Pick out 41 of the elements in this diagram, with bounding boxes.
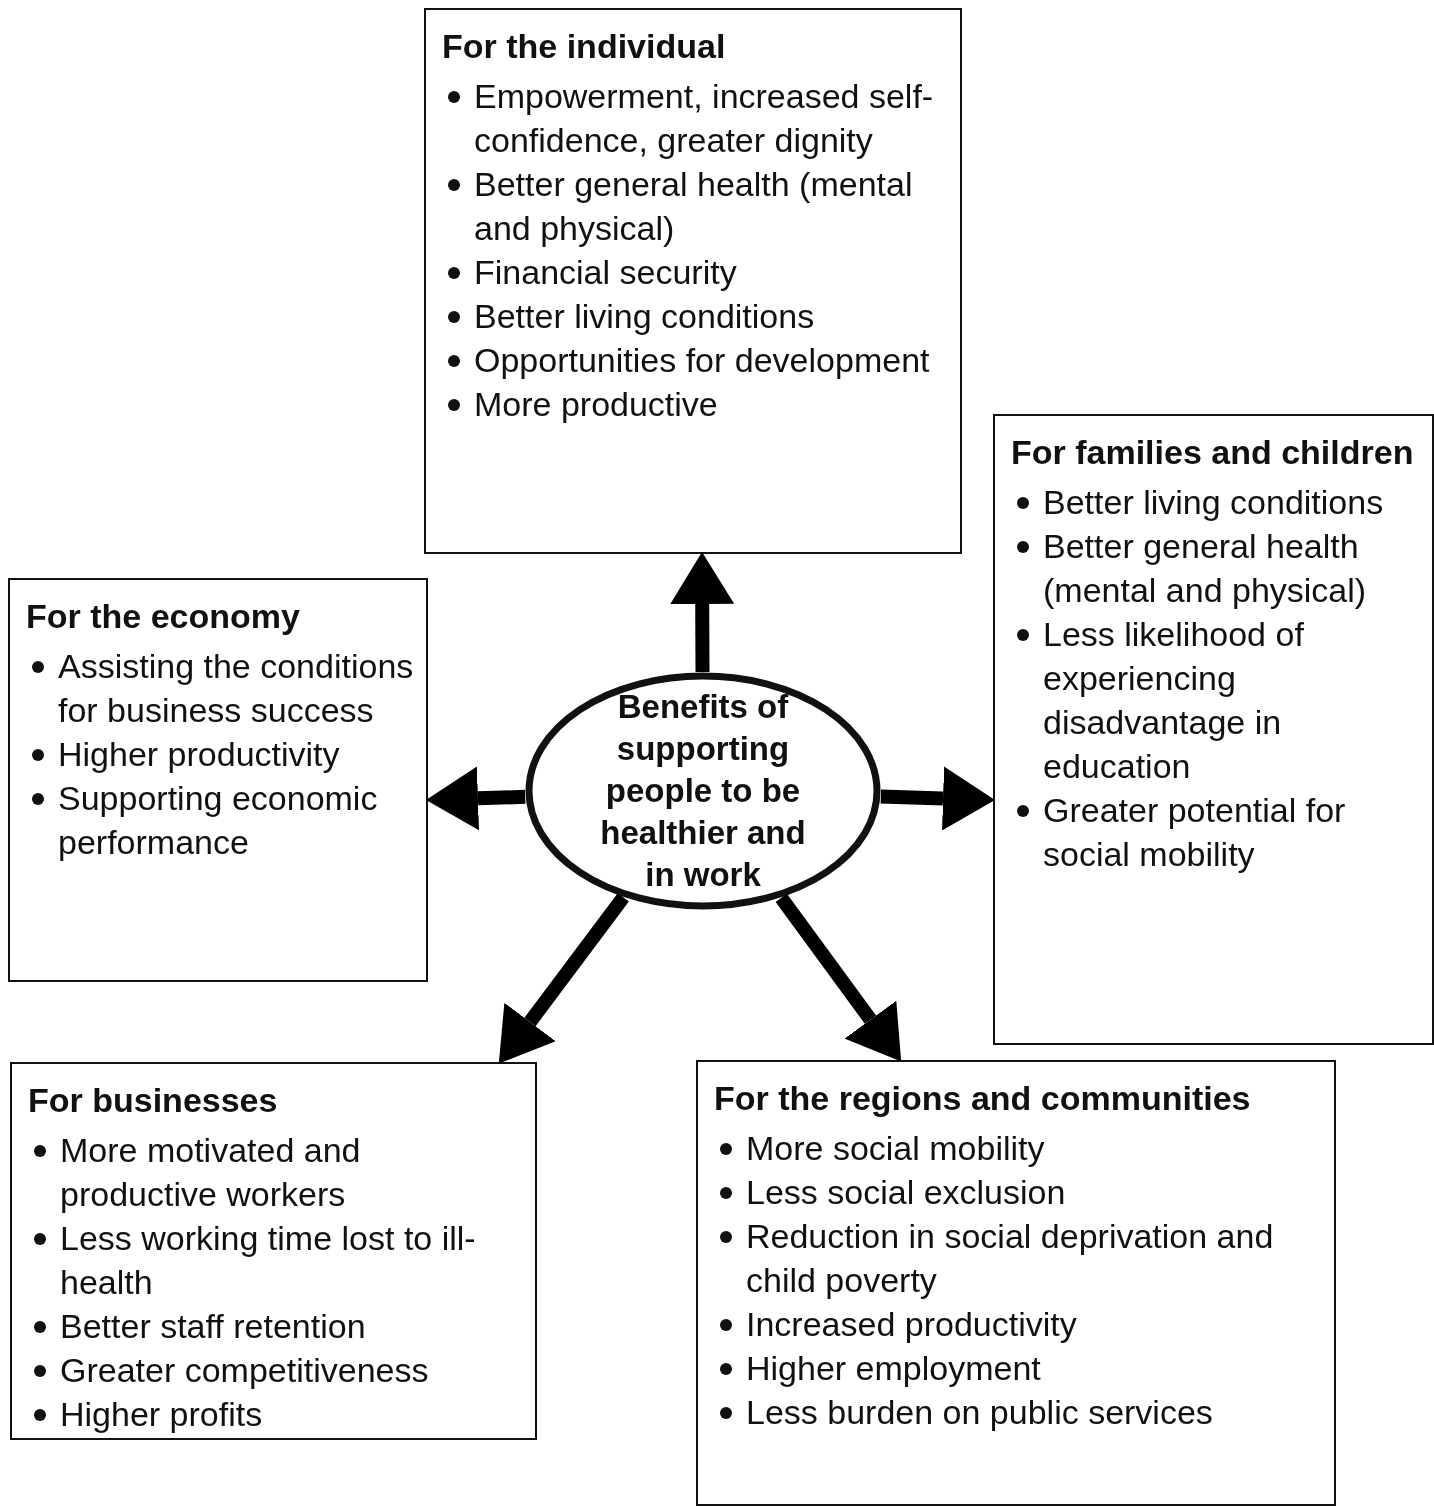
bullet-item: Financial security [474,252,737,293]
arrow [426,766,526,831]
bullet-item: More social mobility [746,1128,1045,1169]
box-heading: For families and children [1011,432,1415,473]
bullet-item: More motivated and productive workers [60,1130,362,1215]
bullet-item: Better living conditions [1043,482,1384,523]
text-box [8,578,428,982]
bullet-item: Empowerment, increased self-confidence, greater dignity [474,76,935,161]
bullet-item: Better general health (mental and physical) [1043,526,1368,611]
box-heading: For businesses [28,1080,279,1121]
bullet-item: Less burden on public services [746,1392,1213,1433]
bullet-item: Reduction in social deprivation and child poverty [746,1216,1275,1301]
arrow [775,893,902,1062]
arrow [498,893,629,1064]
center-label: Benefits of supporting people to be healthier and in work [599,687,807,895]
bullet-item: Supporting economic performance [58,778,379,863]
ellipse-node [525,672,881,910]
bullet-item: Better living conditions [474,296,815,337]
bullet-item: Higher employment [746,1348,1041,1389]
arrow [880,766,995,831]
box-heading: For the economy [26,596,301,637]
text-box [696,1060,1336,1506]
box-heading: For the regions and communities [714,1078,1252,1119]
bullet-item: Greater competitiveness [60,1350,429,1391]
bullet-item: Less social exclusion [746,1172,1066,1213]
text-box [10,1062,537,1440]
bullet-item: Higher productivity [58,734,340,775]
bullet-item: Better staff retention [60,1306,366,1347]
text-box [424,8,962,554]
bullet-item: Better general health (mental and physical) [474,164,914,249]
box-heading: For the individual [442,26,727,67]
bullet-item: Less likelihood of experiencing disadvantage in education [1043,614,1305,787]
bullet-item: Less working time lost to ill-health [60,1218,477,1303]
bullet-item: Greater potential for social mobility [1043,790,1347,875]
bullet-item: Increased productivity [746,1304,1077,1345]
bullet-item: More productive [474,384,718,425]
bullet-item: Assisting the conditions for business success [58,646,414,731]
text-box [993,414,1434,1045]
bullet-item: Higher profits [60,1394,263,1435]
arrow [670,552,735,673]
bullet-item: Opportunities for development [474,340,930,381]
